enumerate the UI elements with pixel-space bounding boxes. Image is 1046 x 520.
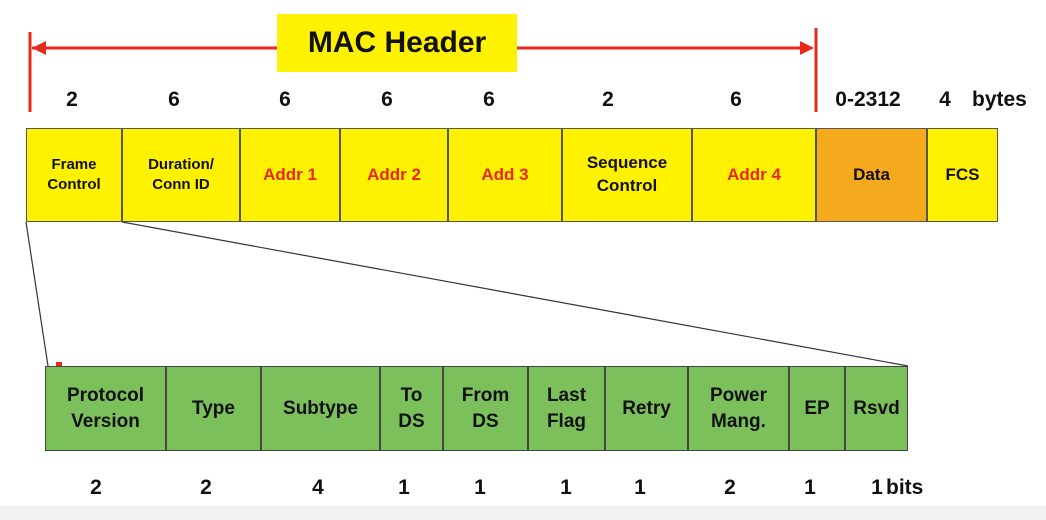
mac-header-title: MAC Header xyxy=(277,14,517,72)
bottom-strip xyxy=(0,506,1046,520)
mac-field-size: 6 xyxy=(483,88,495,111)
zoom-line-right xyxy=(121,221,909,367)
frame-control-field-retry: Retry xyxy=(605,366,688,451)
frame-control-field-type: Type xyxy=(166,366,261,451)
mac-field-size: 6 xyxy=(381,88,393,111)
header-arrow-left-head xyxy=(32,41,46,55)
frame-control-field-subtype: Subtype xyxy=(261,366,380,451)
frame-control-bit-count: 4 xyxy=(312,476,324,499)
frame-control-field-rsvd: Rsvd xyxy=(845,366,908,451)
mac-field-size: 4 xyxy=(939,88,951,111)
mac-field-size: 6 xyxy=(730,88,742,111)
mac-field-size: 6 xyxy=(168,88,180,111)
mac-field-fcs: FCS xyxy=(927,128,998,222)
byte-unit-label: bytes xyxy=(972,88,1027,111)
mac-field-size: 2 xyxy=(602,88,614,111)
mac-field-size: 0-2312 xyxy=(835,88,901,111)
frame-control-bit-count: 2 xyxy=(724,476,736,499)
frame-control-bit-count: 1 xyxy=(560,476,572,499)
frame-control-bit-count: 1 xyxy=(634,476,646,499)
mac-field-add-3: Add 3 xyxy=(448,128,562,222)
mac-field-duration-conn-id: Duration/Conn ID xyxy=(122,128,240,222)
header-arrow-right-head xyxy=(800,41,814,55)
frame-control-bit-count: 1 xyxy=(474,476,486,499)
mac-field-addr-2: Addr 2 xyxy=(340,128,448,222)
mac-field-size: 6 xyxy=(279,88,291,111)
frame-control-bit-count: 2 xyxy=(90,476,102,499)
frame-control-bit-count: 1 xyxy=(804,476,816,499)
mac-field-data: Data xyxy=(816,128,927,222)
mac-field-addr-1: Addr 1 xyxy=(240,128,340,222)
frame-control-bit-count: 2 xyxy=(200,476,212,499)
bit-unit-label: bits xyxy=(886,476,924,499)
frame-control-bit-count: 1 xyxy=(871,476,883,499)
mac-field-size: 2 xyxy=(66,88,78,111)
zoom-line-left xyxy=(25,221,49,367)
frame-control-field-ep: EP xyxy=(789,366,845,451)
frame-control-bit-count: 1 xyxy=(398,476,410,499)
mac-field-addr-4: Addr 4 xyxy=(692,128,816,222)
